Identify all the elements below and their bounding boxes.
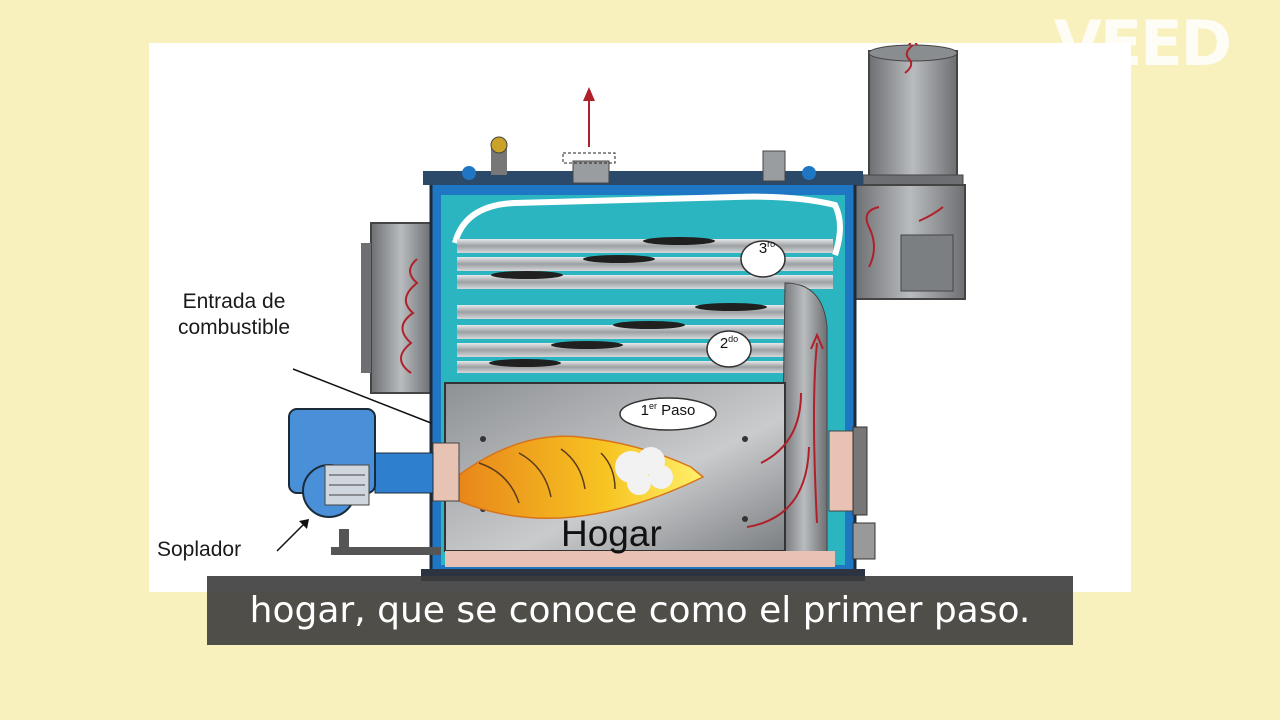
boiler-diagram: Entrada de combustible Soplador Hogar 3r… (149, 43, 1131, 592)
fuel-inlet-label: Entrada de combustible (177, 290, 291, 339)
front-smoke-box (361, 222, 432, 394)
rear-flange (828, 426, 876, 560)
pass-2-badge (706, 330, 752, 368)
blower-label: Soplador (157, 538, 242, 561)
blower-leader (276, 520, 308, 552)
boiler-illustration (276, 43, 966, 581)
pass-1-badge (619, 397, 717, 431)
third-pass-label: 3ro (758, 239, 776, 257)
caption-subtitle: hogar, que se conoce como el primer paso… (207, 576, 1073, 645)
rear-chamber (780, 282, 828, 560)
furnace-label: Hogar (561, 513, 662, 554)
fuel-inlet-leader (292, 368, 432, 424)
rear-smoke-box (854, 184, 966, 300)
top-fittings (462, 87, 816, 184)
first-pass-label: 1er Paso (640, 401, 696, 419)
chimney (862, 43, 964, 186)
pass-3-badge (740, 240, 786, 278)
blower-unit (288, 408, 441, 555)
burner-flame (458, 435, 705, 520)
tube-bank (457, 237, 833, 373)
second-pass-label: 2do (719, 334, 739, 352)
burner-nozzle (374, 442, 460, 502)
